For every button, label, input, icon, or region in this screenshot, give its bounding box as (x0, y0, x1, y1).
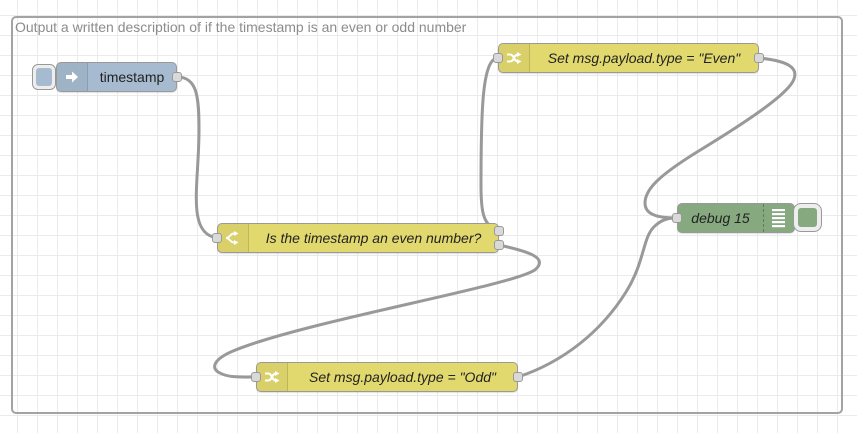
node-label: timestamp (99, 69, 165, 85)
node-switch-even-check[interactable]: Is the timestamp an even number? (217, 223, 499, 253)
group-label: Output a written description of if the t… (15, 19, 467, 35)
port-switch-output-1[interactable] (494, 226, 504, 236)
wire-change-even-to-debug[interactable] (643, 56, 797, 220)
port-inject-output[interactable] (172, 72, 182, 82)
port-change-odd-input[interactable] (251, 372, 261, 382)
port-switch-input[interactable] (212, 233, 222, 243)
node-debug-15[interactable]: debug 15 (677, 203, 795, 233)
switch-fork-icon (218, 224, 249, 252)
wire-switch-to-change-odd[interactable] (213, 243, 541, 379)
debug-list-icon (763, 204, 794, 232)
node-label: Is the timestamp an even number? (265, 230, 482, 246)
wire-inject-to-switch[interactable] (175, 75, 219, 240)
port-change-even-input[interactable] (493, 53, 503, 63)
group-outline[interactable] (11, 16, 843, 414)
node-label: Set msg.payload.type = "Odd" (309, 369, 496, 385)
inject-trigger-button-face (36, 68, 52, 86)
inject-arrow-icon (57, 63, 88, 91)
inject-trigger-button[interactable] (32, 64, 56, 90)
port-change-even-output[interactable] (754, 53, 764, 63)
debug-enable-toggle[interactable] (793, 203, 822, 232)
wire-change-odd-to-debug[interactable] (516, 216, 679, 379)
port-debug-input[interactable] (672, 213, 682, 223)
node-label: Set msg.payload.type = "Even" (547, 50, 741, 66)
node-label: debug 15 (691, 210, 750, 226)
port-change-odd-output[interactable] (513, 372, 523, 382)
debug-enable-toggle-face (798, 208, 817, 227)
wire-switch-to-change-even[interactable] (479, 56, 501, 233)
node-inject-timestamp[interactable]: timestamp (56, 62, 177, 92)
node-change-odd[interactable]: Set msg.payload.type = "Odd" (256, 362, 518, 392)
change-shuffle-icon (257, 363, 288, 391)
port-switch-output-2[interactable] (494, 240, 504, 250)
change-shuffle-icon (499, 44, 530, 72)
node-change-even[interactable]: Set msg.payload.type = "Even" (498, 43, 759, 73)
